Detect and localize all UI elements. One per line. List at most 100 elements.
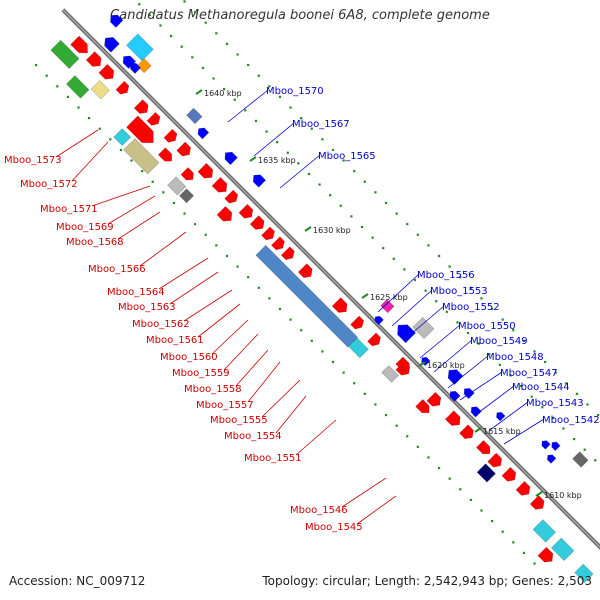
guide-dot — [180, 45, 183, 48]
forward-gene-label: Mboo_1572 — [20, 179, 78, 190]
gene-forward — [211, 176, 228, 193]
kbp-label: 1610 kbp — [544, 491, 582, 500]
gene-green-block — [50, 39, 80, 69]
guide-dot — [498, 363, 501, 366]
forward-gene-label: Mboo_1545 — [305, 522, 363, 533]
reverse-gene-label: Mboo_1565 — [318, 151, 376, 162]
guide-dot — [278, 307, 282, 311]
map-title: Candidatus Methanoregula boonei 6A8, com… — [110, 8, 490, 23]
kbp-tick — [418, 361, 426, 367]
gene-forward — [395, 356, 410, 371]
guide-dot — [310, 339, 313, 342]
forward-gene-label: Mboo_1557 — [196, 400, 254, 411]
guide-dot — [34, 63, 38, 67]
guide-dot — [466, 331, 470, 335]
gene-reverse — [546, 454, 557, 464]
guide-dot — [204, 233, 207, 236]
guide-dot — [597, 413, 600, 417]
reverse-gene-label: Mboo_1549 — [470, 336, 528, 347]
guide-dot — [307, 172, 311, 176]
guide-dot — [374, 191, 377, 194]
gene-forward — [249, 215, 265, 230]
guide-dot — [522, 339, 526, 342]
guide-dot — [151, 180, 154, 183]
reverse-leader-line — [473, 385, 515, 417]
guide-dot — [512, 541, 515, 544]
guide-dot — [353, 170, 356, 173]
guide-dot — [321, 138, 324, 141]
forward-leader-line — [169, 271, 219, 305]
reverse-gene-label: Mboo_1542 — [542, 415, 600, 426]
gene-forward — [238, 203, 254, 219]
guide-dot — [286, 151, 289, 154]
guide-dot — [363, 180, 366, 183]
guide-dot — [247, 276, 250, 279]
forward-leader-line — [158, 257, 209, 290]
guide-dot — [257, 74, 260, 77]
guide-dot — [212, 77, 215, 80]
topology-text: Topology: circular; Length: 2,542,943 bp… — [262, 574, 592, 588]
kbp-label: 1620 kbp — [427, 361, 465, 370]
forward-gene-label: Mboo_1558 — [184, 384, 242, 395]
gene-magenta-block — [380, 298, 395, 314]
reverse-leader-line — [279, 154, 321, 189]
reverse-leader-line — [503, 418, 545, 445]
gene-forward — [133, 99, 149, 114]
guide-dot — [87, 117, 91, 120]
forward-gene-label: Mboo_1560 — [160, 352, 218, 363]
gene-reverse — [496, 411, 506, 422]
gene-forward — [261, 226, 275, 241]
reverse-gene-label: Mboo_1556 — [417, 270, 475, 281]
guide-dot — [191, 56, 194, 59]
guide-dot — [371, 236, 374, 239]
reverse-gene-label: Mboo_1570 — [266, 86, 324, 97]
guide-dot — [437, 254, 441, 258]
guide-dot — [289, 106, 292, 109]
kbp-tick — [249, 156, 257, 162]
guide-dot — [300, 329, 303, 332]
guide-dot — [583, 448, 586, 451]
forward-leader-line — [183, 289, 233, 322]
guide-dot — [236, 53, 239, 56]
guide-dot — [519, 384, 523, 388]
gene-forward — [459, 424, 474, 440]
gene-reverse — [197, 127, 210, 140]
gene-forward — [270, 236, 285, 251]
guide-dot — [225, 42, 229, 45]
reverse-leader-line — [489, 401, 529, 431]
gene-steel-block — [255, 244, 359, 348]
gene-forward — [180, 167, 194, 181]
guide-dot — [130, 159, 133, 162]
guide-dot — [406, 223, 409, 226]
guide-dot — [384, 413, 388, 417]
gene-reverse — [130, 62, 142, 74]
gene-forward — [367, 332, 381, 347]
kbp-tick — [195, 89, 203, 95]
guide-dot — [382, 247, 385, 250]
guide-dot — [469, 498, 472, 501]
gene-forward — [224, 189, 239, 204]
guide-dot — [533, 562, 536, 565]
guide-dot — [268, 85, 271, 88]
guide-dot — [215, 244, 218, 247]
forward-gene-label: Mboo_1559 — [172, 368, 230, 379]
gene-reverse — [470, 406, 482, 418]
guide-dot — [490, 520, 494, 523]
guide-dot — [424, 289, 427, 292]
gene-darkgray-block — [179, 188, 195, 204]
guide-dot — [66, 95, 69, 99]
guide-dot — [310, 127, 313, 130]
guide-dot — [551, 416, 554, 419]
guide-dot — [384, 201, 388, 205]
guide-dot — [501, 530, 504, 533]
forward-gene-label: Mboo_1563 — [118, 302, 176, 313]
kbp-tick — [535, 491, 543, 497]
guide-dot — [265, 130, 268, 133]
guide-dot — [183, 0, 186, 3]
reverse-gene-label: Mboo_1552 — [442, 302, 500, 313]
kbp-tick — [361, 293, 369, 299]
guide-dot — [395, 212, 398, 215]
guide-dot — [350, 215, 353, 218]
guide-dot — [331, 360, 335, 364]
guide-dot — [562, 427, 565, 430]
